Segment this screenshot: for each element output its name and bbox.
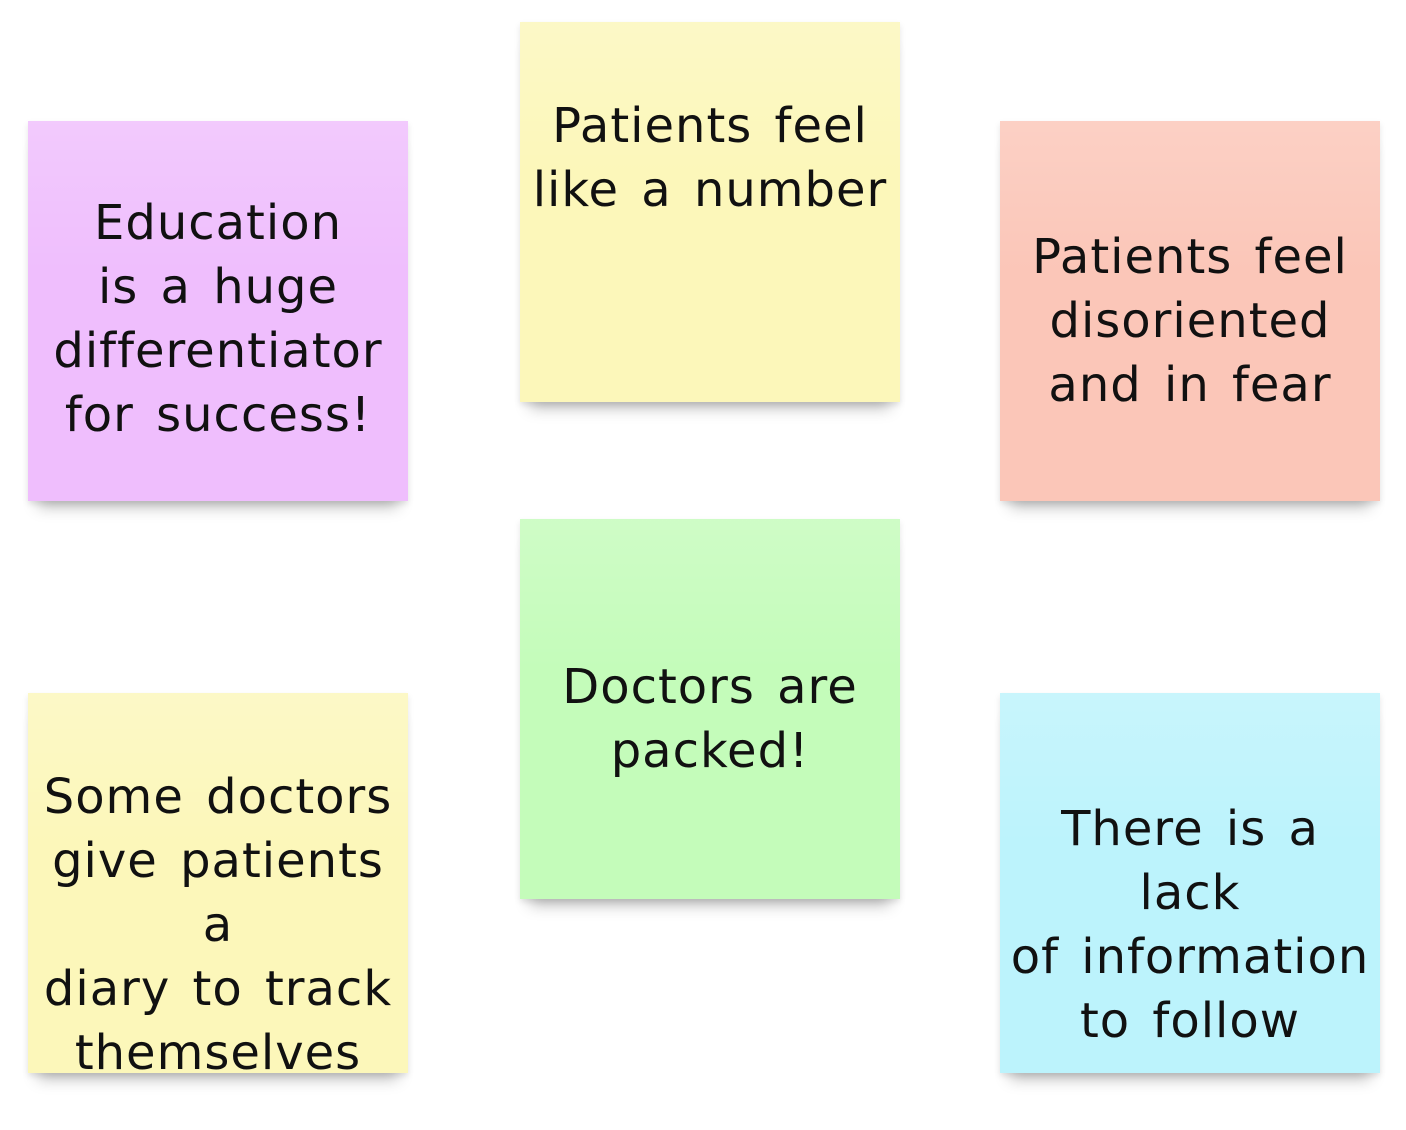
- sticky-note-text: Some doctors give patients a diary to tr…: [43, 769, 393, 1081]
- sticky-note-education[interactable]: Education is a huge differentiator for s…: [28, 121, 408, 501]
- sticky-note-text: Education is a huge differentiator for s…: [53, 195, 383, 443]
- sticky-note-patients-number[interactable]: Patients feel like a number: [520, 22, 900, 402]
- sticky-note-text: Patients feel like a number: [532, 98, 888, 218]
- sticky-note-lack-of-information[interactable]: There is a lack of information to follow: [1000, 693, 1380, 1073]
- sticky-note-doctors-diary[interactable]: Some doctors give patients a diary to tr…: [28, 693, 408, 1081]
- sticky-note-doctors-packed[interactable]: Doctors are packed!: [520, 519, 900, 899]
- sticky-note-text: Doctors are packed!: [562, 659, 858, 779]
- sticky-note-text: Patients feel disoriented and in fear: [1032, 229, 1348, 413]
- sticky-note-text: There is a lack of information to follow: [1010, 801, 1370, 1049]
- sticky-note-patients-disoriented[interactable]: Patients feel disoriented and in fear: [1000, 121, 1380, 501]
